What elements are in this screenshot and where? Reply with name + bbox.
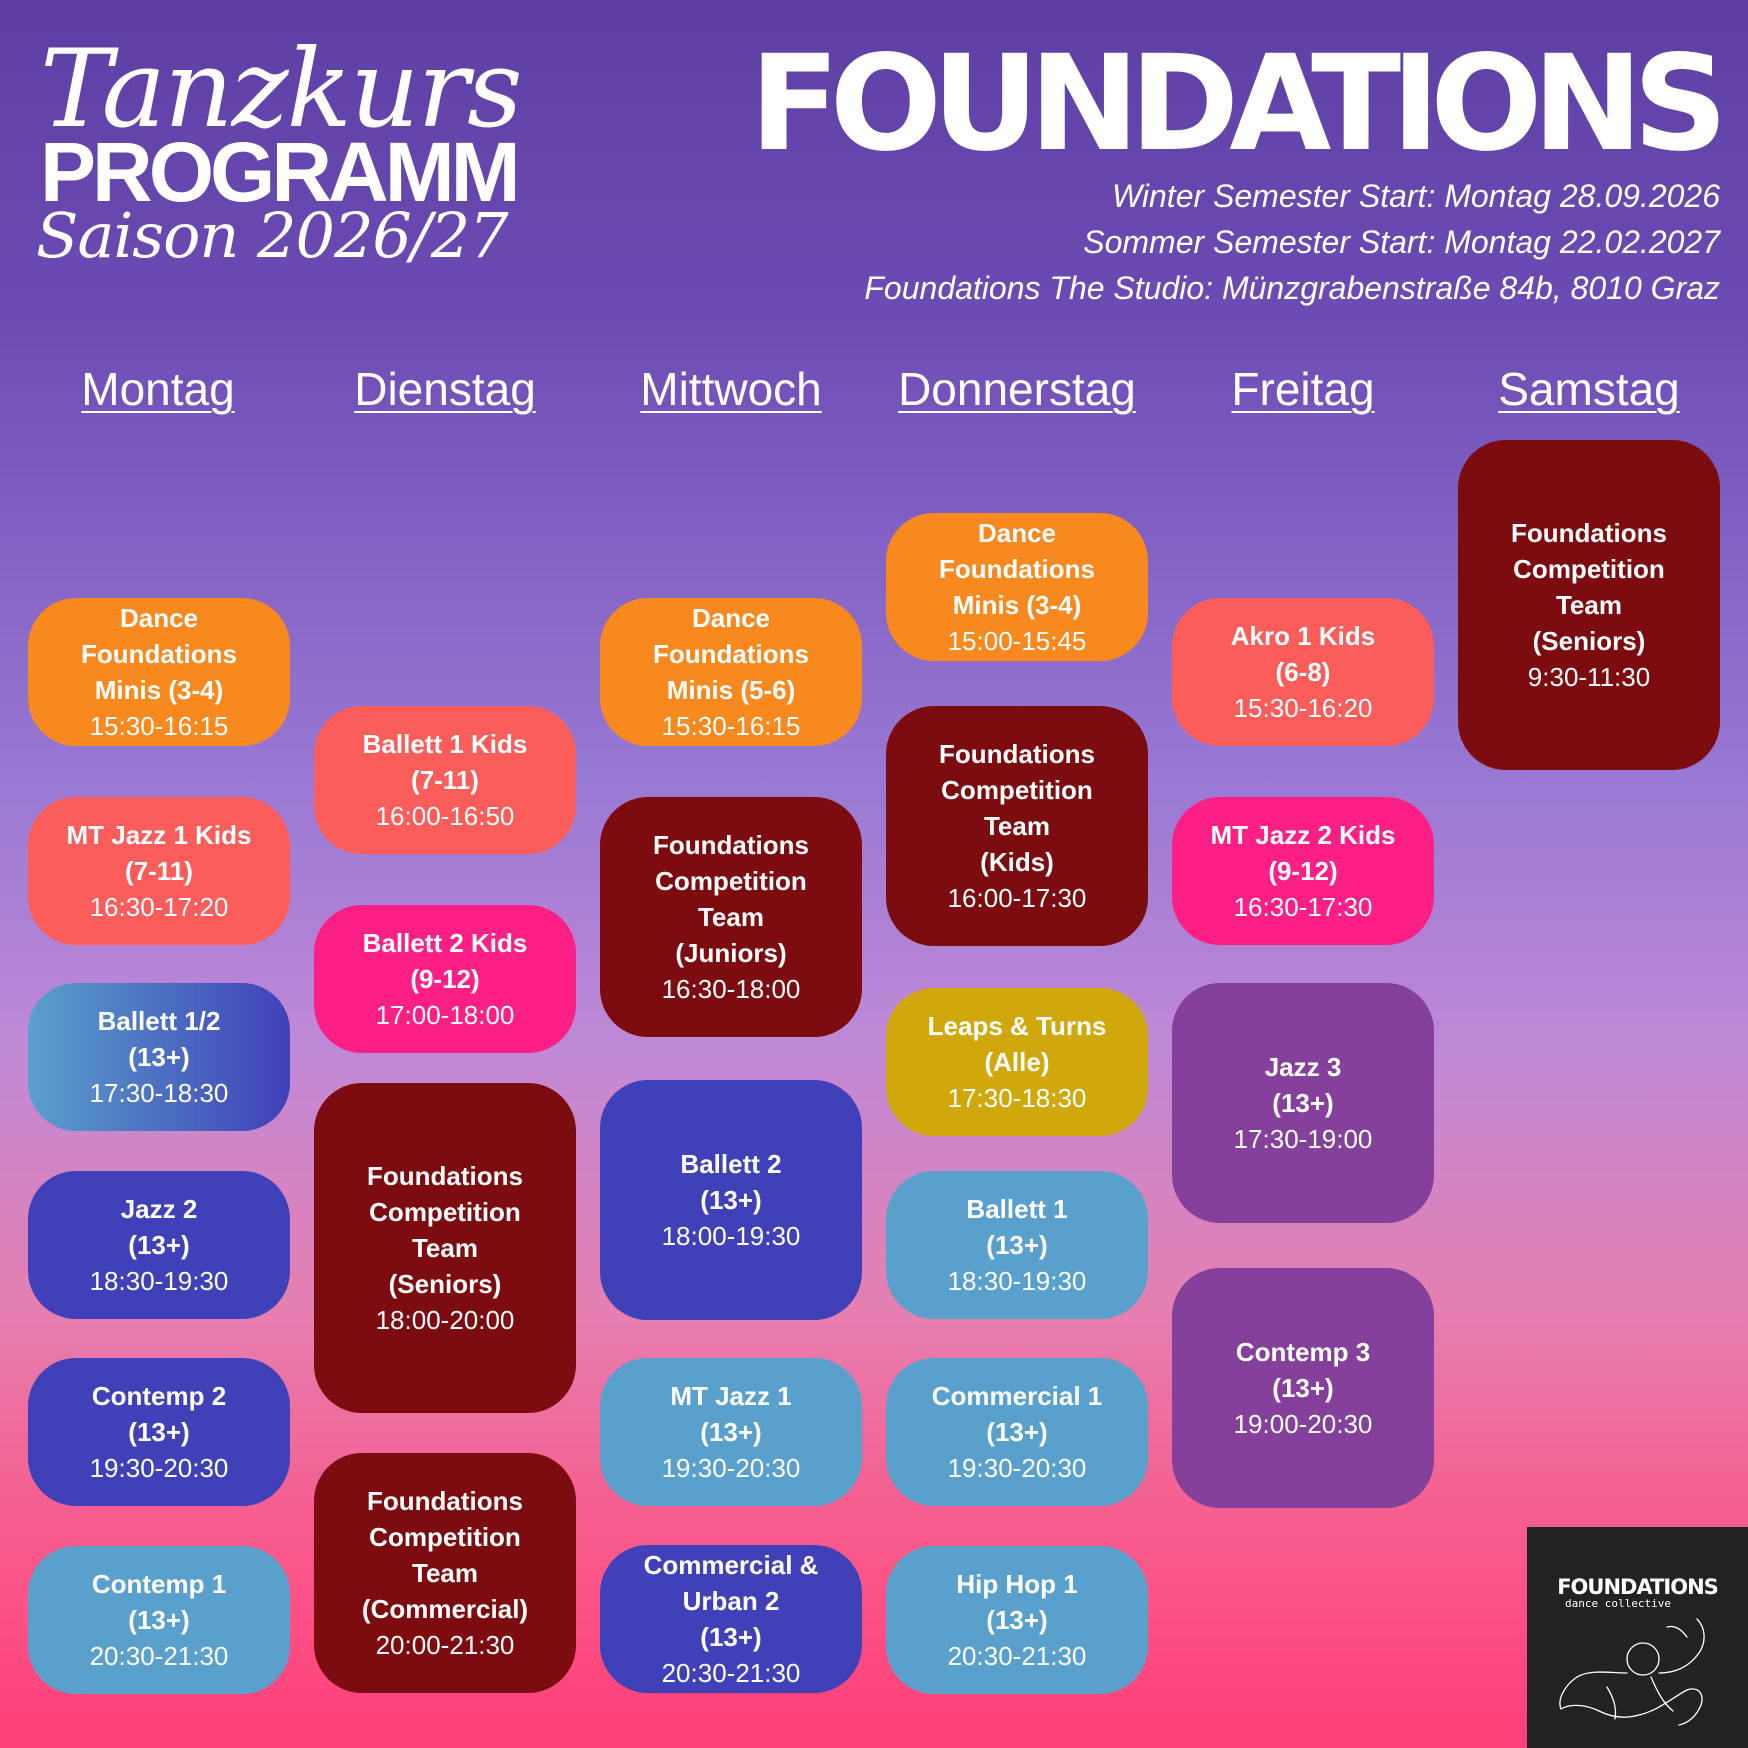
- class-title: Commercial & Urban 2 (13+): [643, 1550, 819, 1652]
- day-donnerstag: Donnerstag: [898, 363, 1136, 415]
- class-title: Leaps & Turns (Alle): [927, 1011, 1107, 1077]
- class-card: Ballett 1 (13+) 18:30-19:30: [886, 1171, 1148, 1319]
- class-title: Dance Foundations Minis (3-4): [81, 603, 237, 705]
- class-title: MT Jazz 1 (13+): [670, 1381, 792, 1447]
- class-card: Ballett 1/2 (13+) 17:30-18:30: [28, 983, 290, 1131]
- title-programm: PROGRAMM: [40, 125, 521, 219]
- class-card: Foundations Competition Team (Seniors) 9…: [1458, 440, 1720, 770]
- class-card: Akro 1 Kids (6-8) 15:30-16:20: [1172, 598, 1434, 746]
- class-time: 15:30-16:15: [661, 711, 801, 741]
- class-time: 9:30-11:30: [1527, 662, 1651, 692]
- day-freitag: Freitag: [1231, 363, 1375, 415]
- class-title: Ballett 1/2 (13+): [97, 1006, 221, 1072]
- class-title: Ballett 1 Kids (7-11): [362, 729, 528, 795]
- class-title: Contemp 1 (13+): [91, 1569, 227, 1635]
- class-time: 20:00-21:30: [375, 1630, 515, 1660]
- class-time: 18:00-20:00: [375, 1305, 515, 1335]
- class-time: 18:30-19:30: [947, 1266, 1087, 1296]
- logo: FOUNDATIONS dance collective: [1527, 1527, 1748, 1748]
- class-title: Dance Foundations Minis (3-4): [939, 518, 1095, 620]
- class-title: Commercial 1 (13+): [931, 1381, 1103, 1447]
- day-montag: Montag: [81, 363, 235, 415]
- class-title: Ballett 2 (13+): [680, 1149, 782, 1215]
- class-card: Dance Foundations Minis (3-4) 15:00-15:4…: [886, 513, 1148, 661]
- class-card: Commercial 1 (13+) 19:30-20:30: [886, 1358, 1148, 1506]
- class-card: MT Jazz 1 Kids (7-11) 16:30-17:20: [28, 797, 290, 945]
- class-card: Dance Foundations Minis (3-4) 15:30-16:1…: [28, 598, 290, 746]
- class-title: Ballett 1 (13+): [966, 1194, 1068, 1260]
- class-time: 19:00-20:30: [1233, 1409, 1373, 1439]
- class-time: 17:00-18:00: [375, 1000, 515, 1030]
- class-card: Ballett 2 (13+) 18:00-19:30: [600, 1080, 862, 1320]
- class-card: Hip Hop 1 (13+) 20:30-21:30: [886, 1546, 1148, 1694]
- class-time: 16:30-17:20: [89, 892, 229, 922]
- class-title: Dance Foundations Minis (5-6): [653, 603, 809, 705]
- class-title: Contemp 2 (13+): [91, 1381, 227, 1447]
- class-title: Hip Hop 1 (13+): [956, 1569, 1078, 1635]
- class-title: Foundations Competition Team (Seniors): [367, 1161, 523, 1299]
- class-title: Foundations Competition Team (Seniors): [1511, 518, 1667, 656]
- class-card: Foundations Competition Team (Kids) 16:0…: [886, 706, 1148, 946]
- class-time: 17:30-18:30: [89, 1078, 229, 1108]
- class-card: Commercial & Urban 2 (13+) 20:30-21:30: [600, 1545, 862, 1693]
- class-title: Foundations Competition Team (Kids): [939, 739, 1095, 877]
- studio-address: Foundations The Studio: Münzgrabenstraße…: [864, 270, 1720, 306]
- class-card: Contemp 1 (13+) 20:30-21:30: [28, 1546, 290, 1694]
- class-card: Ballett 2 Kids (9-12) 17:00-18:00: [314, 905, 576, 1053]
- class-time: 16:30-17:30: [1233, 892, 1373, 922]
- class-time: 15:30-16:20: [1233, 693, 1373, 723]
- class-title: Foundations Competition Team (Juniors): [653, 830, 809, 968]
- logo-brand: FOUNDATIONS: [1557, 1575, 1719, 1599]
- class-time: 19:30-20:30: [89, 1453, 229, 1483]
- brand-title: FOUNDATIONS: [749, 27, 1728, 181]
- class-title: Akro 1 Kids (6-8): [1230, 621, 1376, 687]
- class-card: Contemp 3 (13+) 19:00-20:30: [1172, 1268, 1434, 1508]
- class-title: MT Jazz 1 Kids (7-11): [66, 820, 252, 886]
- title-tanzkurs: Tanzkurs: [40, 27, 523, 152]
- day-samstag: Samstag: [1498, 363, 1680, 415]
- class-time: 18:00-19:30: [661, 1221, 801, 1251]
- class-card: Foundations Competition Team (Commercial…: [314, 1453, 576, 1693]
- sommer-start: Sommer Semester Start: Montag 22.02.2027: [1083, 224, 1720, 260]
- class-card: Foundations Competition Team (Juniors) 1…: [600, 797, 862, 1037]
- class-title: MT Jazz 2 Kids (9-12): [1210, 820, 1396, 886]
- class-card: Leaps & Turns (Alle) 17:30-18:30: [886, 988, 1148, 1136]
- class-title: Ballett 2 Kids (9-12): [362, 928, 528, 994]
- class-card: Dance Foundations Minis (5-6) 15:30-16:1…: [600, 598, 862, 746]
- class-time: 20:30-21:30: [947, 1641, 1087, 1671]
- title-saison: Saison 2026/27: [36, 199, 509, 272]
- class-time: 16:00-16:50: [375, 801, 515, 831]
- class-time: 16:00-17:30: [947, 883, 1087, 913]
- winter-start: Winter Semester Start: Montag 28.09.2026: [1111, 178, 1720, 214]
- class-card: Foundations Competition Team (Seniors) 1…: [314, 1083, 576, 1413]
- class-time: 18:30-19:30: [89, 1266, 229, 1296]
- class-time: 20:30-21:30: [89, 1641, 229, 1671]
- class-time: 17:30-19:00: [1233, 1124, 1373, 1154]
- day-mittwoch: Mittwoch: [640, 363, 822, 415]
- class-card: MT Jazz 1 (13+) 19:30-20:30: [600, 1358, 862, 1506]
- class-time: 19:30-20:30: [947, 1453, 1087, 1483]
- class-card: Ballett 1 Kids (7-11) 16:00-16:50: [314, 706, 576, 854]
- class-title: Foundations Competition Team (Commercial…: [361, 1486, 529, 1624]
- class-card: Jazz 2 (13+) 18:30-19:30: [28, 1171, 290, 1319]
- class-time: 15:30-16:15: [89, 711, 229, 741]
- class-card: MT Jazz 2 Kids (9-12) 16:30-17:30: [1172, 797, 1434, 945]
- class-card: Jazz 3 (13+) 17:30-19:00: [1172, 983, 1434, 1223]
- class-title: Jazz 3 (13+): [1264, 1052, 1342, 1118]
- class-title: Jazz 2 (13+): [120, 1194, 198, 1260]
- logo-subtitle: dance collective: [1565, 1597, 1671, 1610]
- class-time: 16:30-18:00: [661, 974, 801, 1004]
- dancer-line-art-icon: [1559, 1618, 1705, 1726]
- class-time: 20:30-21:30: [661, 1658, 801, 1688]
- class-time: 17:30-18:30: [947, 1083, 1087, 1113]
- class-title: Contemp 3 (13+): [1235, 1337, 1371, 1403]
- class-card: Contemp 2 (13+) 19:30-20:30: [28, 1358, 290, 1506]
- day-dienstag: Dienstag: [354, 363, 536, 415]
- class-time: 15:00-15:45: [947, 626, 1087, 656]
- class-time: 19:30-20:30: [661, 1453, 801, 1483]
